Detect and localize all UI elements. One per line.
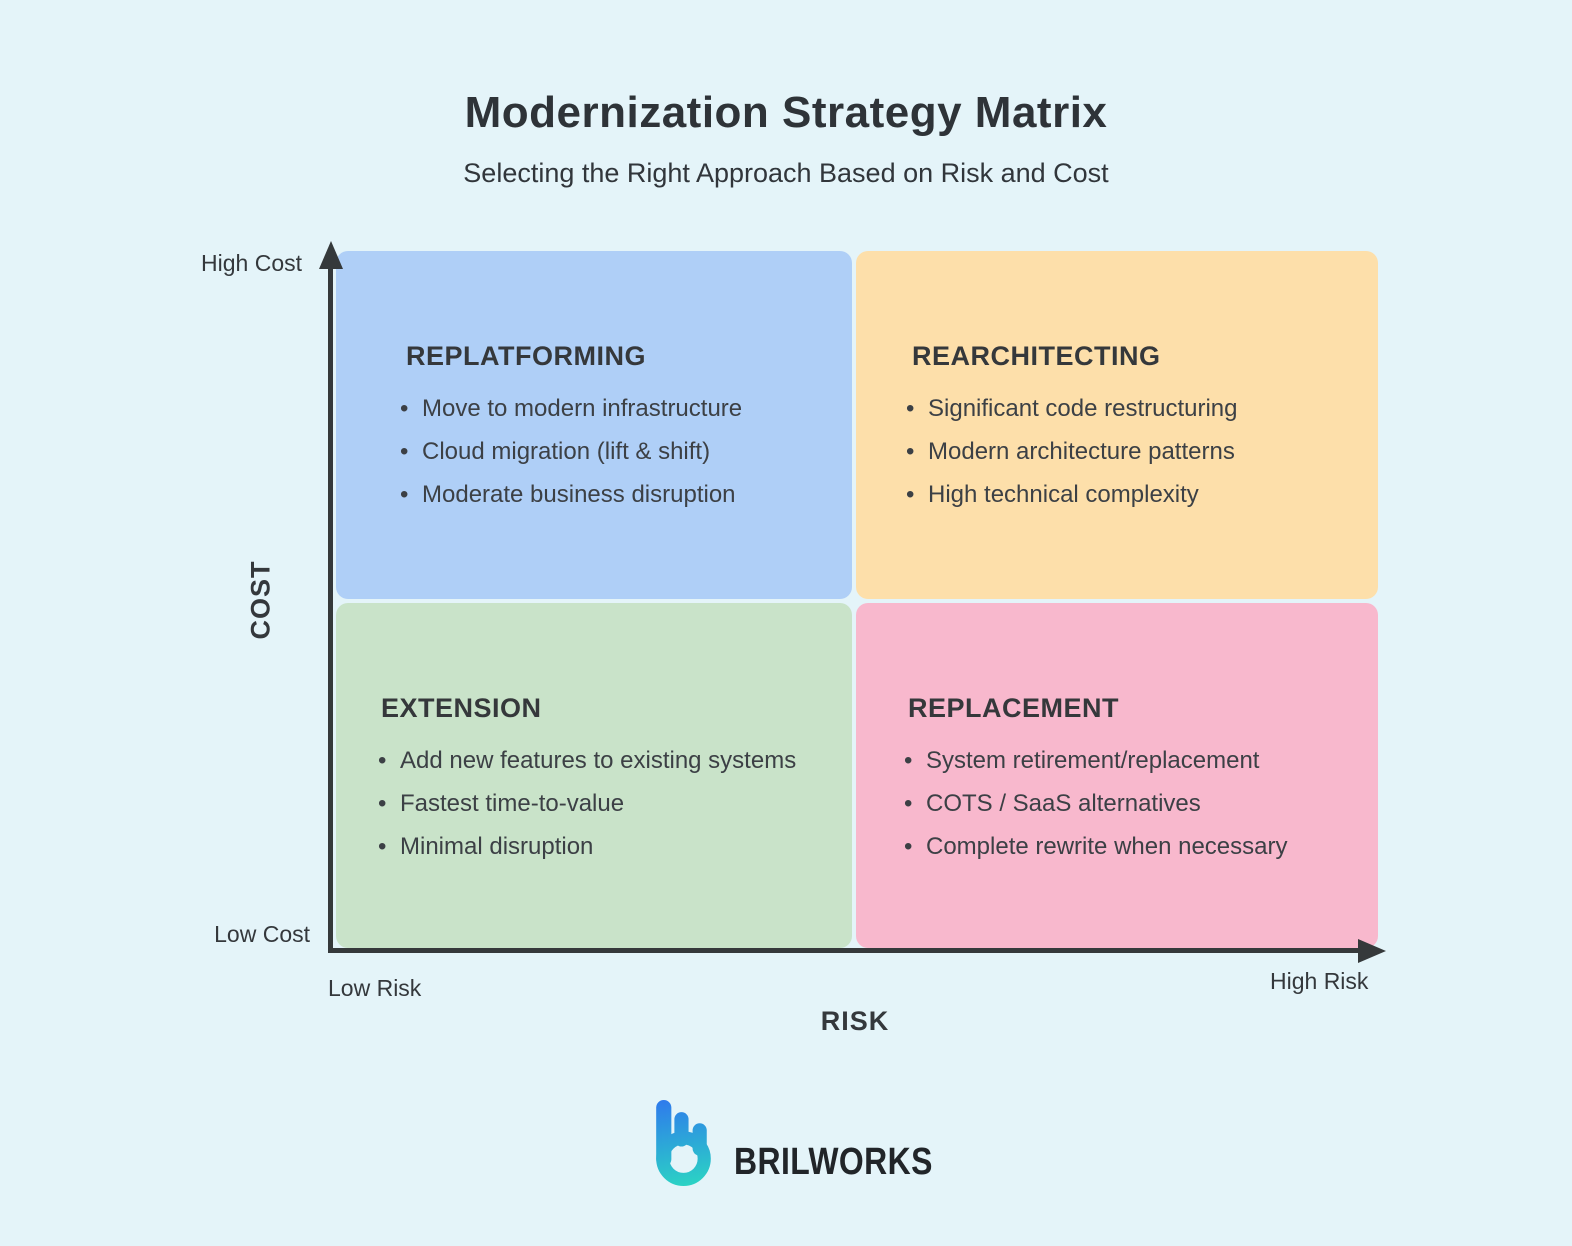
- quadrant-bullets: Move to modern infrastructure Cloud migr…: [400, 387, 742, 516]
- x-axis-line: [328, 948, 1366, 953]
- quadrant-rearchitecting: REARCHITECTING Significant code restruct…: [856, 251, 1378, 599]
- bullet-text: Modern architecture patterns: [928, 437, 1235, 465]
- bullet-dot: [906, 438, 928, 466]
- bullet-item: Cloud migration (lift & shift): [400, 430, 742, 473]
- bullet-text: Fastest time-to-value: [400, 789, 625, 817]
- bullet-text: High technical complexity: [928, 480, 1199, 508]
- x-axis-low-label: Low Risk: [328, 975, 422, 1001]
- x-axis-title: RISK: [820, 1006, 890, 1036]
- bullet-text: Add new features to existing systems: [400, 746, 797, 774]
- bullet-item: Complete rewrite when necessary: [904, 825, 1288, 868]
- bullet-item: Modern architecture patterns: [906, 430, 1238, 473]
- y-axis-low-label: Low Cost: [214, 921, 310, 947]
- x-axis-high-label: High Risk: [1270, 968, 1369, 994]
- bullet-text: Complete rewrite when necessary: [926, 832, 1288, 860]
- bullet-dot: [378, 833, 400, 861]
- bullet-dot: [400, 438, 422, 466]
- page-subtitle: Selecting the Right Approach Based on Ri…: [463, 158, 1109, 188]
- quadrant-title: EXTENSION: [381, 693, 542, 723]
- y-axis-high-label: High Cost: [201, 250, 302, 276]
- bullet-text: Move to modern infrastructure: [422, 394, 743, 422]
- bullet-dot: [378, 790, 400, 818]
- bullet-item: High technical complexity: [906, 473, 1238, 516]
- bullet-dot: [904, 790, 926, 818]
- bullet-dot: [400, 395, 422, 423]
- bullet-dot: [904, 833, 926, 861]
- bullet-text: Minimal disruption: [400, 832, 594, 860]
- bullet-text: Significant code restructuring: [928, 394, 1238, 422]
- bullet-text: Moderate business disruption: [422, 480, 736, 508]
- quadrant-bullets: Add new features to existing systems Fas…: [378, 739, 796, 868]
- quadrant-replacement: REPLACEMENT System retirement/replacemen…: [856, 603, 1378, 948]
- bullet-dot: [400, 481, 422, 509]
- bullet-item: Fastest time-to-value: [378, 782, 796, 825]
- bullet-item: System retirement/replacement: [904, 739, 1288, 782]
- quadrant-bullets: System retirement/replacement COTS / Saa…: [904, 739, 1288, 868]
- bullet-text: COTS / SaaS alternatives: [926, 789, 1201, 817]
- bullet-item: Move to modern infrastructure: [400, 387, 742, 430]
- quadrant-title: REPLACEMENT: [908, 693, 1120, 723]
- quadrant-bullets: Significant code restructuring Modern ar…: [906, 387, 1238, 516]
- page-title: Modernization Strategy Matrix: [464, 88, 1108, 137]
- quadrant-title: REARCHITECTING: [912, 341, 1161, 371]
- bullet-item: Minimal disruption: [378, 825, 796, 868]
- y-axis-line: [328, 252, 333, 952]
- bullet-dot: [378, 747, 400, 775]
- bullet-dot: [906, 481, 928, 509]
- bullet-dot: [904, 747, 926, 775]
- bullet-item: Moderate business disruption: [400, 473, 742, 516]
- brilworks-logo: BRILWORKS: [656, 1100, 971, 1187]
- brilworks-b-icon: [656, 1100, 711, 1186]
- y-axis-title: COST: [245, 560, 275, 640]
- bullet-item: COTS / SaaS alternatives: [904, 782, 1288, 825]
- bullet-text: System retirement/replacement: [926, 746, 1260, 774]
- brilworks-logo-text: BRILWORKS: [734, 1141, 933, 1183]
- quadrant-replatforming: REPLATFORMING Move to modern infrastruct…: [336, 251, 852, 599]
- x-axis-arrow-icon: [1358, 939, 1386, 963]
- bullet-dot: [906, 395, 928, 423]
- quadrant-title: REPLATFORMING: [406, 341, 646, 371]
- y-axis-arrow-icon: [319, 241, 343, 269]
- bullet-item: Add new features to existing systems: [378, 739, 796, 782]
- quadrant-extension: EXTENSION Add new features to existing s…: [336, 603, 852, 948]
- bullet-text: Cloud migration (lift & shift): [422, 437, 711, 465]
- bullet-item: Significant code restructuring: [906, 387, 1238, 430]
